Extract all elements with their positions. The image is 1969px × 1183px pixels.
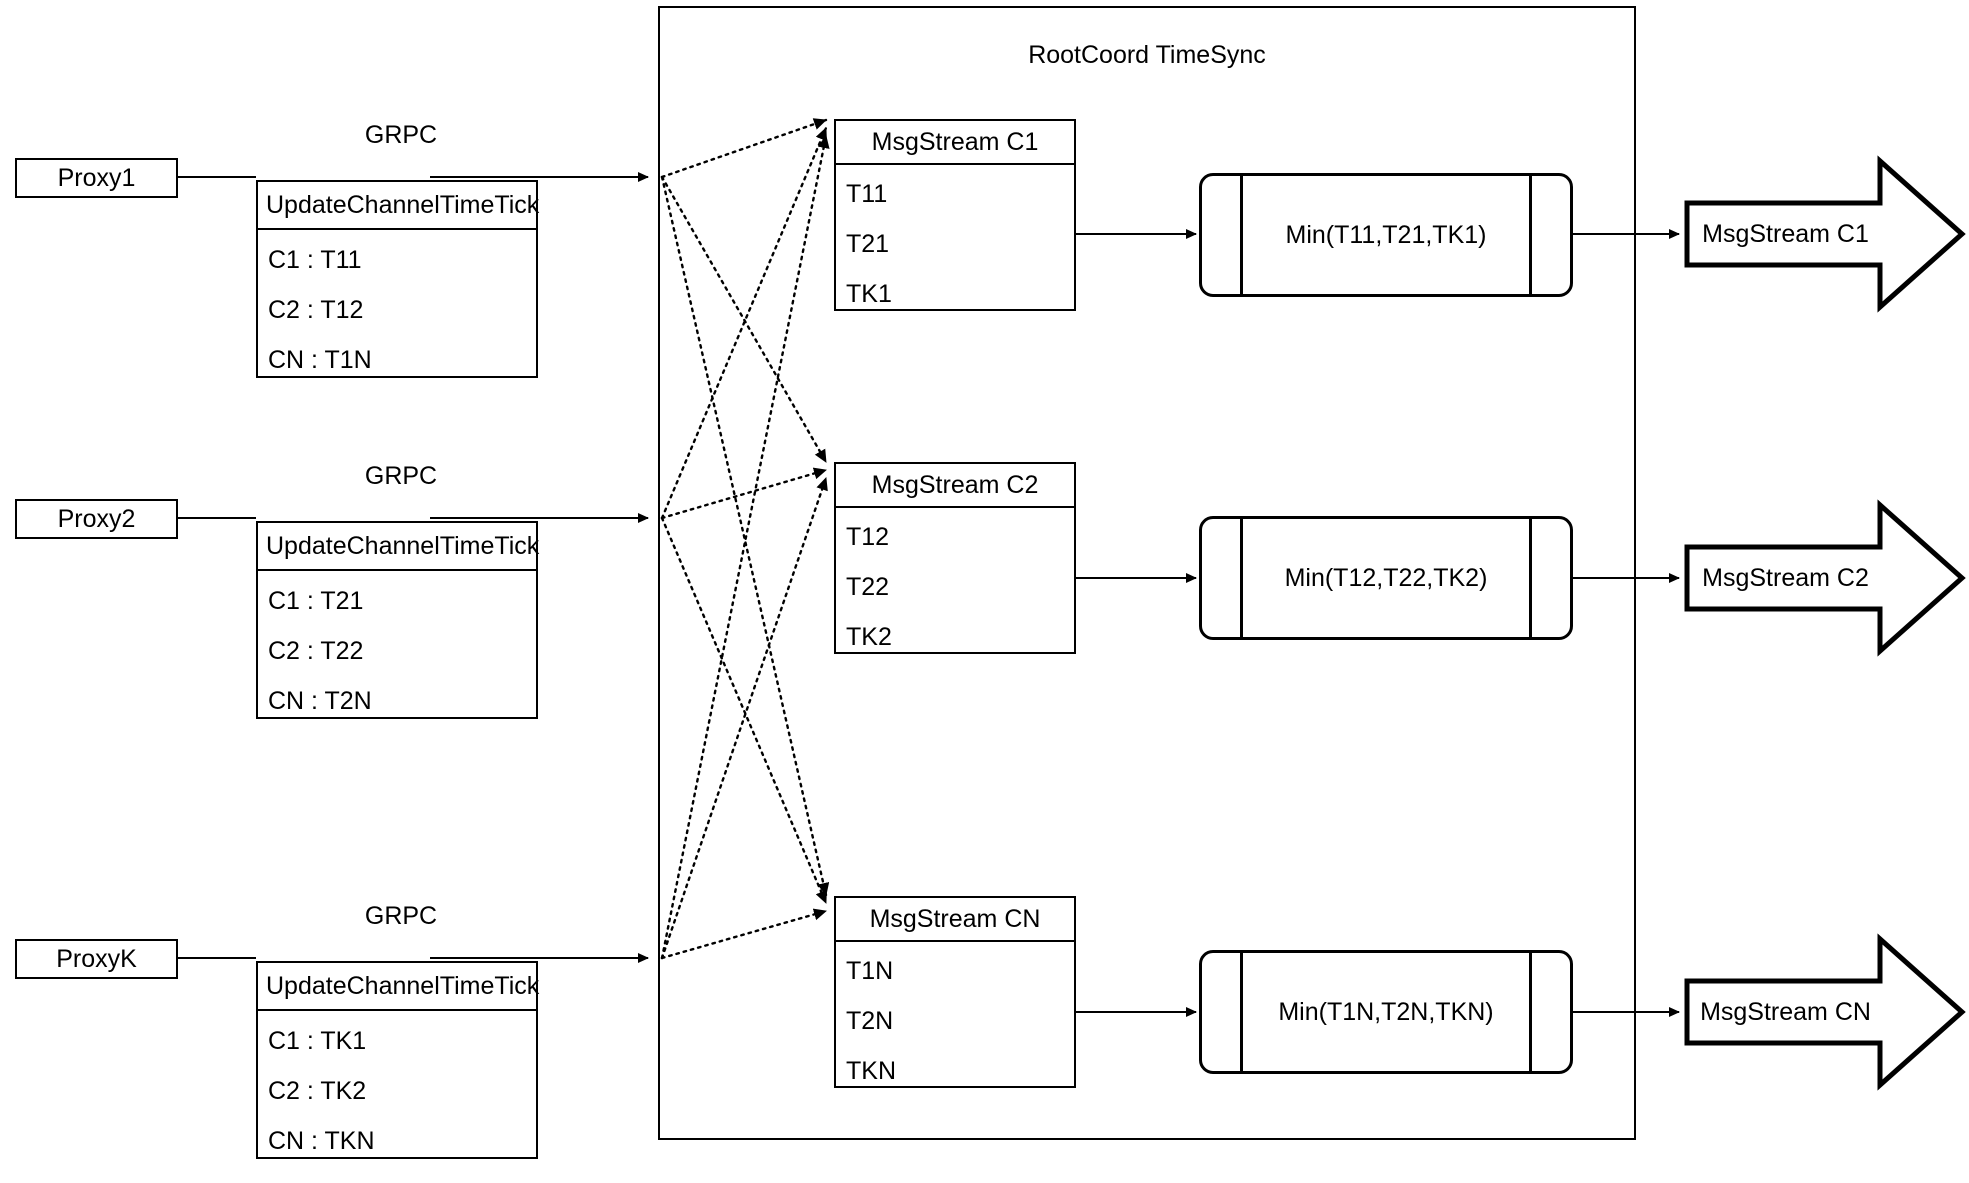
- output-label-cn: MsgStream CN: [1700, 997, 1871, 1026]
- request-row: CN : TKN: [268, 1127, 375, 1155]
- min-process-label-c2: Min(T12,T22,TK2): [1284, 563, 1488, 592]
- msgstream-row: T11: [846, 180, 888, 208]
- output-block-arrow-c2: MsgStream C2: [1684, 499, 1966, 657]
- msgstream-rows-c1: T11 T21 TK1: [836, 165, 1074, 309]
- msgstream-row: TK1: [846, 280, 892, 308]
- msgstream-row: TKN: [846, 1057, 896, 1085]
- msgstream-box-c1: MsgStream C1 T11 T21 TK1: [834, 119, 1076, 311]
- msgstream-title-c2: MsgStream C2: [836, 464, 1074, 508]
- request-rows-2: C1 : T21 C2 : T22 CN : T2N: [258, 571, 536, 717]
- request-box-k: UpdateChannelTimeTick C1 : TK1 C2 : TK2 …: [256, 961, 539, 1159]
- request-title-1: UpdateChannelTimeTick: [258, 182, 539, 230]
- msgstream-row: T21: [846, 230, 890, 258]
- min-process-label-c1: Min(T11,T21,TK1): [1285, 220, 1487, 249]
- output-block-arrow-cn: MsgStream CN: [1684, 933, 1966, 1091]
- process-divider-right: [1529, 173, 1532, 297]
- request-row: C1 : TK1: [268, 1027, 367, 1055]
- grpc-label-k: GRPC: [364, 902, 438, 930]
- request-row: C1 : T21: [268, 587, 364, 615]
- proxy-box-k[interactable]: ProxyK: [15, 939, 178, 979]
- request-row: C1 : T11: [268, 246, 362, 274]
- min-process-c2: Min(T12,T22,TK2): [1199, 516, 1573, 640]
- request-title-k: UpdateChannelTimeTick: [258, 963, 539, 1011]
- request-row: C2 : TK2: [268, 1077, 367, 1105]
- msgstream-row: T2N: [846, 1007, 894, 1035]
- msgstream-row: T22: [846, 573, 890, 601]
- request-row: CN : T1N: [268, 346, 372, 374]
- rootcoord-timesync-container: [658, 6, 1636, 1140]
- request-row: CN : T2N: [268, 687, 372, 715]
- msgstream-title-c1: MsgStream C1: [836, 121, 1074, 165]
- min-process-label-cn: Min(T1N,T2N,TKN): [1278, 997, 1494, 1026]
- proxy-box-1[interactable]: Proxy1: [15, 158, 178, 198]
- request-row: C2 : T22: [268, 637, 364, 665]
- process-divider-left: [1240, 516, 1243, 640]
- request-row: C2 : T12: [268, 296, 364, 324]
- process-divider-left: [1240, 950, 1243, 1074]
- request-title-2: UpdateChannelTimeTick: [258, 523, 539, 571]
- request-rows-k: C1 : TK1 C2 : TK2 CN : TKN: [258, 1011, 536, 1157]
- process-divider-left: [1240, 173, 1243, 297]
- output-label-c2: MsgStream C2: [1702, 563, 1869, 592]
- msgstream-row: TK2: [846, 623, 892, 651]
- process-divider-right: [1529, 516, 1532, 640]
- min-process-cn: Min(T1N,T2N,TKN): [1199, 950, 1573, 1074]
- msgstream-rows-cn: T1N T2N TKN: [836, 942, 1074, 1086]
- grpc-label-1: GRPC: [364, 121, 438, 149]
- rootcoord-timesync-title: RootCoord TimeSync: [1028, 41, 1266, 69]
- request-box-1: UpdateChannelTimeTick C1 : T11 C2 : T12 …: [256, 180, 539, 378]
- msgstream-box-c2: MsgStream C2 T12 T22 TK2: [834, 462, 1076, 654]
- request-rows-1: C1 : T11 C2 : T12 CN : T1N: [258, 230, 536, 376]
- grpc-label-2: GRPC: [364, 462, 438, 490]
- msgstream-row: T12: [846, 523, 890, 551]
- output-label-c1: MsgStream C1: [1702, 219, 1869, 248]
- min-process-c1: Min(T11,T21,TK1): [1199, 173, 1573, 297]
- msgstream-title-cn: MsgStream CN: [836, 898, 1074, 942]
- process-divider-right: [1529, 950, 1532, 1074]
- msgstream-box-cn: MsgStream CN T1N T2N TKN: [834, 896, 1076, 1088]
- output-block-arrow-c1: MsgStream C1: [1684, 155, 1966, 313]
- request-box-2: UpdateChannelTimeTick C1 : T21 C2 : T22 …: [256, 521, 539, 719]
- msgstream-rows-c2: T12 T22 TK2: [836, 508, 1074, 652]
- msgstream-row: T1N: [846, 957, 894, 985]
- proxy-box-2[interactable]: Proxy2: [15, 499, 178, 539]
